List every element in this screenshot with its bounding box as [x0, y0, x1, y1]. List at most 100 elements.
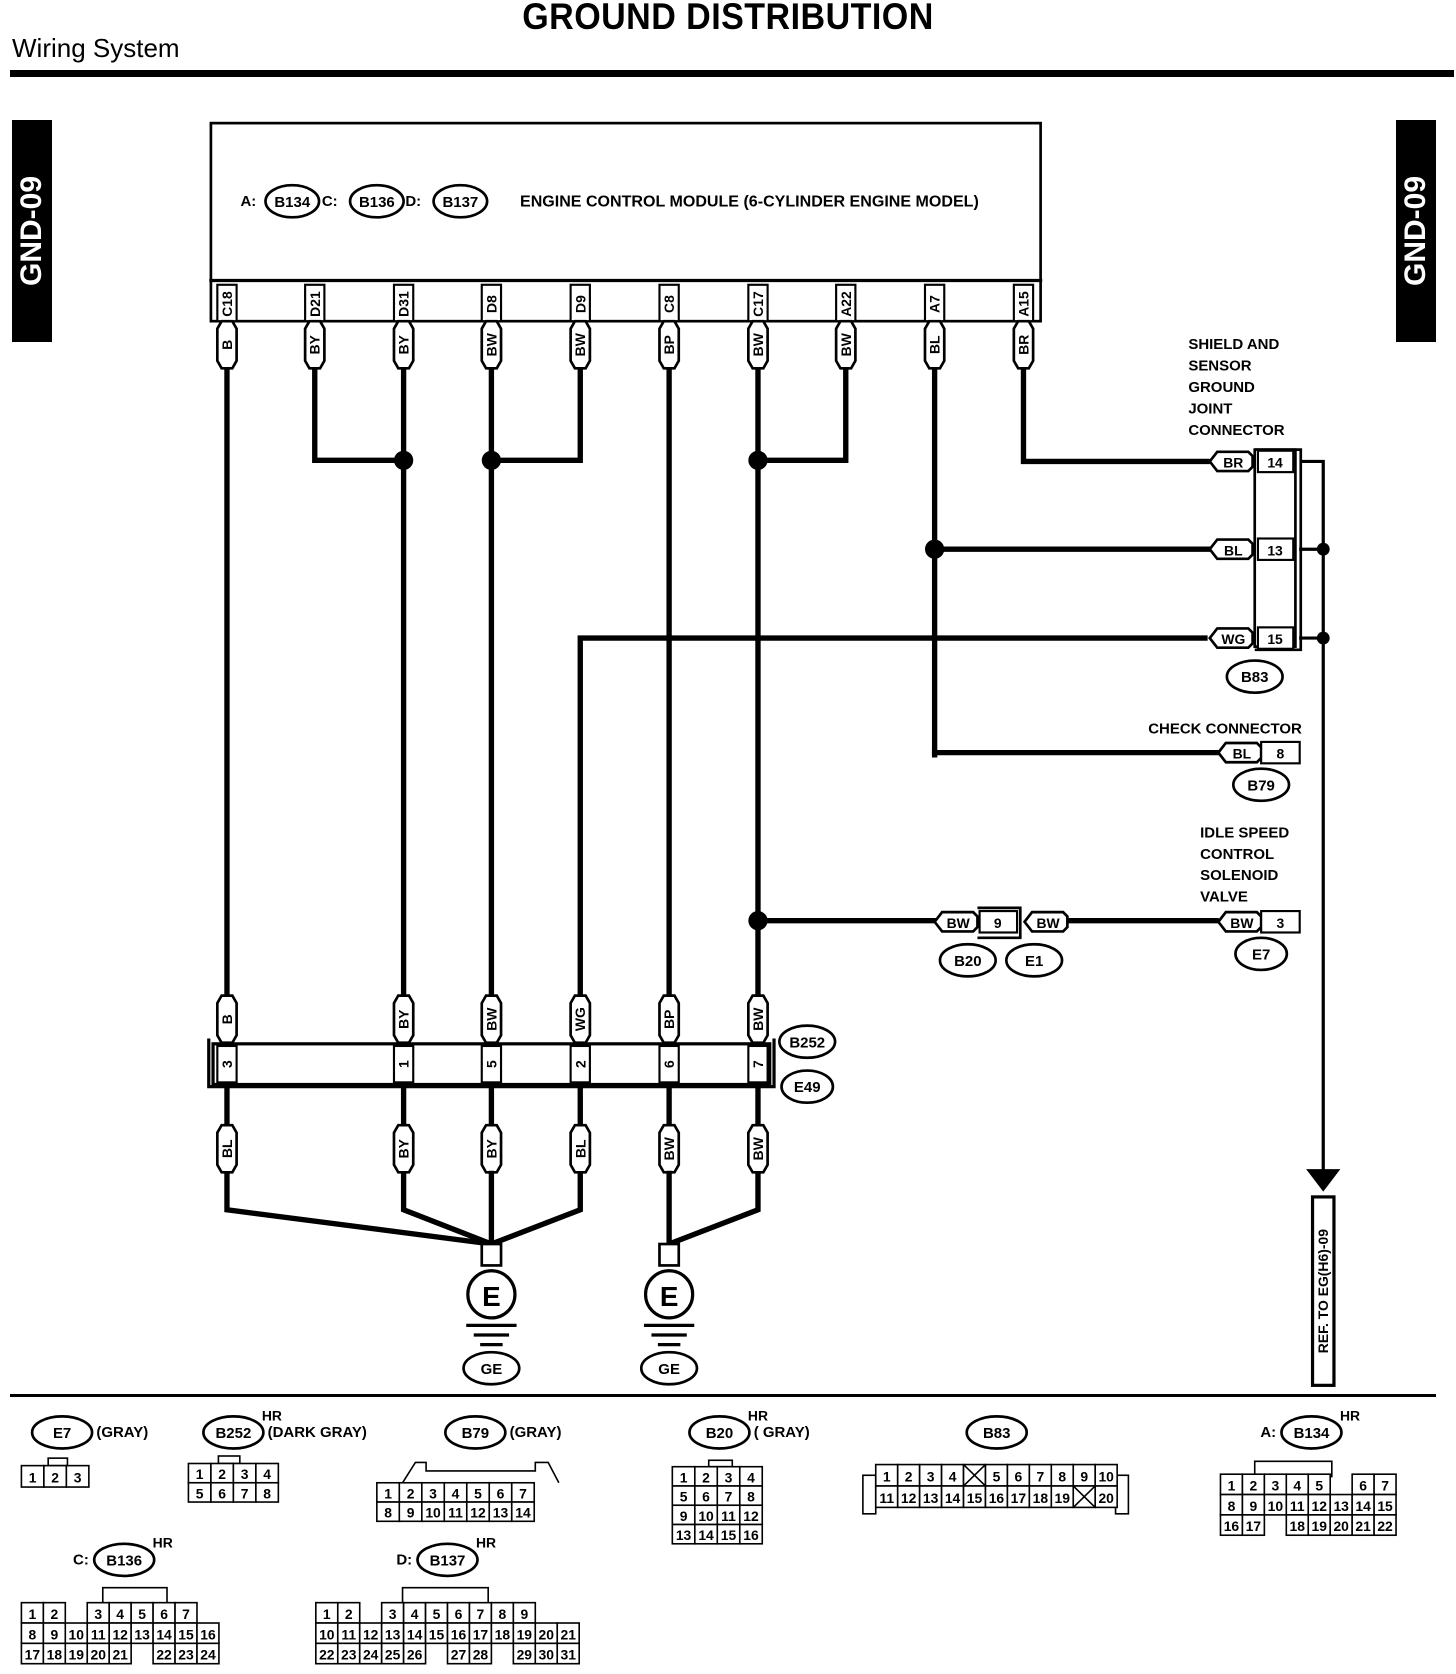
connector-view-pin: 5 [993, 1468, 1001, 1484]
joint-terminal-wire: WG [1221, 631, 1245, 647]
check-connector-wire: BL [1233, 746, 1252, 762]
connector-view-pin: 1 [196, 1466, 204, 1482]
connector-view-pin: 10 [425, 1505, 441, 1521]
connector-view-pin: 11 [721, 1508, 736, 1524]
connector-view-pin: 24 [363, 1647, 379, 1663]
connector-view-pin: 13 [923, 1490, 939, 1506]
ecm-wire-color-tag [1012, 319, 1035, 370]
ecm-connector-prefix: C: [322, 193, 338, 210]
inline-right-wire-tag [1022, 910, 1069, 933]
ecm-wire-color: BY [396, 334, 412, 354]
connector-view-pin: 2 [702, 1469, 710, 1485]
ground-terminal [658, 1242, 681, 1267]
connector-view-pin: 2 [218, 1466, 226, 1482]
connector-view-pin: 1 [323, 1606, 331, 1622]
connector-outline [401, 1586, 489, 1604]
junction-connector-id-outline [780, 1069, 835, 1105]
connector-view-pin: 5 [680, 1489, 688, 1505]
connector-view-pin: 2 [345, 1606, 353, 1622]
wire-ground-1 [224, 1173, 492, 1247]
iscv-connector-id-outline [1234, 936, 1289, 972]
section-label: Wiring System [12, 33, 180, 63]
ecm-wire-color: BW [572, 332, 588, 356]
connector-view-pin: 8 [499, 1606, 507, 1622]
connector-view-pin: 14 [156, 1626, 172, 1642]
ecm-pin: D21 [307, 291, 323, 317]
joint-terminal-pin: 15 [1267, 631, 1283, 647]
ecm-connector-id: B134 [274, 194, 310, 211]
connector-outline [401, 1461, 560, 1484]
connector-view-pin: 12 [470, 1505, 486, 1521]
connector-view-pin: 23 [178, 1647, 194, 1663]
connector-view-pin: 21 [112, 1647, 128, 1663]
wire-WG [577, 635, 1208, 998]
connector-view-cell [65, 1464, 90, 1488]
joint-terminal-cell [1256, 537, 1295, 561]
junction-bottom-wire-tag [392, 1123, 415, 1174]
connector-view-pin: 11 [91, 1626, 106, 1642]
connector-view-pin: 18 [47, 1647, 63, 1663]
connector-view-pin: 6 [1015, 1468, 1023, 1484]
ecm-label: ENGINE CONTROL MODULE (6-CYLINDER ENGINE… [520, 192, 979, 210]
connector-view-id: B20 [706, 1425, 733, 1442]
connector-view-id: B137 [430, 1552, 466, 1569]
connector-view-pin: 8 [747, 1489, 755, 1505]
connector-view-pin: 1 [384, 1485, 392, 1501]
connector-view-pin: 12 [901, 1490, 917, 1506]
ground-symbol: E [482, 1281, 501, 1312]
connector-view-pin: 23 [341, 1647, 357, 1663]
connector-view-pin: 18 [1290, 1518, 1306, 1534]
connector-view-hr: HR [748, 1407, 768, 1423]
connector-view-cell [510, 1501, 536, 1523]
inline-connector-id: E1 [1025, 953, 1043, 970]
ecm-connector-prefix: D: [405, 193, 421, 210]
check-connector-id-outline [1231, 767, 1291, 803]
inline-connector-cell [978, 909, 1019, 934]
connector-view-cell [1373, 1514, 1397, 1537]
connector-view-pin: 6 [702, 1489, 710, 1505]
inline-connector-id-outline [1005, 942, 1064, 978]
connector-view-cell [108, 1642, 132, 1665]
connector-view-pin: 3 [94, 1606, 102, 1622]
connector-view-color: ( GRAY) [754, 1424, 810, 1441]
connector-view-pin: 16 [451, 1626, 467, 1642]
connector-view-pin: 3 [74, 1469, 82, 1485]
connector-view-pin: 20 [1098, 1490, 1114, 1506]
ground-id: GE [481, 1361, 503, 1378]
connector-view-pin: 6 [1359, 1477, 1367, 1493]
ecm-pin: D8 [483, 295, 499, 313]
splice-bl [924, 539, 945, 559]
junction-bottom-wire-tag [569, 1123, 592, 1174]
connector-view-pin: 16 [743, 1527, 759, 1543]
cavity-blank-icon [1072, 1485, 1096, 1508]
junction-connector-id-outline [778, 1024, 837, 1060]
junction-top-wire: BW [483, 1007, 499, 1031]
reference-box [1310, 1195, 1336, 1387]
junction-bottom-wire-tag [747, 1123, 769, 1174]
connector-view-pin: 7 [241, 1485, 249, 1501]
junction-pin-cell [747, 1044, 769, 1084]
connector-view-pin: 9 [1080, 1468, 1088, 1484]
iscv-label-line: VALVE [1200, 889, 1248, 906]
junction-top-wire-tag [569, 994, 592, 1045]
ecm-wire-color: BY [307, 334, 323, 354]
connector-view-cell [738, 1523, 764, 1545]
shield-bus-node [1316, 542, 1330, 556]
ecm-connector-prefix: A: [240, 193, 256, 210]
connector-view-pin: 21 [560, 1626, 576, 1642]
check-connector-id: B79 [1247, 777, 1274, 794]
connector-view-pin: 14 [1355, 1498, 1371, 1514]
junction-pin: 2 [572, 1060, 588, 1068]
inline-connector-pin: 9 [994, 915, 1002, 931]
joint-terminal-pin: 13 [1267, 542, 1283, 558]
connector-latch [217, 1455, 241, 1465]
connector-view-pin: 10 [1098, 1468, 1114, 1484]
connector-view-pin: 29 [517, 1647, 533, 1663]
junction-top-wire: B [219, 1014, 235, 1024]
connector-view-pin: 10 [698, 1508, 714, 1524]
connector-view-id: B79 [462, 1425, 489, 1442]
connector-view-pin: 8 [1228, 1498, 1236, 1514]
iscv-label-line: CONTROL [1200, 846, 1274, 863]
junction-bottom-wire-tag [658, 1123, 681, 1174]
connector-view-pin: 8 [1058, 1468, 1066, 1484]
